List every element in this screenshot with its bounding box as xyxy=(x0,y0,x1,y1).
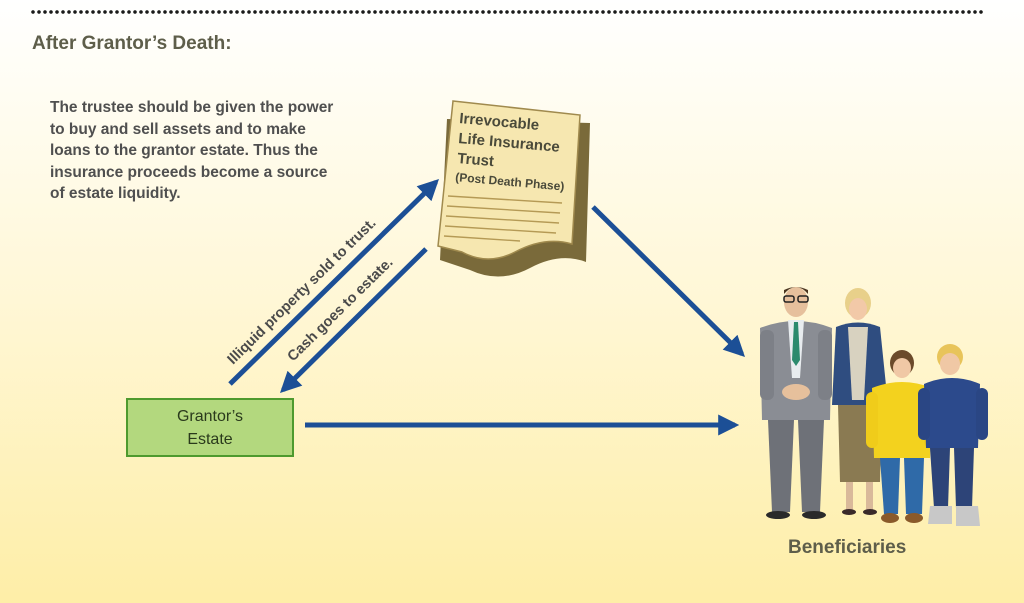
description-line: of estate liquidity. xyxy=(50,185,181,202)
description-line: to buy and sell assets and to make xyxy=(50,120,306,138)
description-text: The trustee should be given the power to… xyxy=(50,97,390,205)
beneficiaries-family-illustration xyxy=(760,287,988,526)
dotted-divider xyxy=(30,9,985,15)
document-lines xyxy=(443,195,563,242)
estate-label-line2: Estate xyxy=(187,430,233,448)
arrow-trust-to-estate xyxy=(280,247,428,393)
beneficiaries-label: Beneficiaries xyxy=(788,537,907,558)
grantors-estate-box: Grantor’s Estate xyxy=(126,398,294,457)
arrow-trust-to-beneficiaries xyxy=(591,205,745,357)
trust-title-line1: Irrevocable xyxy=(459,110,540,134)
description-line: insurance proceeds become a source xyxy=(50,163,328,181)
boy-figure xyxy=(918,344,988,526)
trust-document-icon: Irrevocable Life Insurance Trust (Post D… xyxy=(437,100,590,277)
description-line: The trustee should be given the power xyxy=(50,99,334,116)
trust-to-estate-label: Cash goes to estate. xyxy=(285,255,397,365)
man-figure xyxy=(760,287,832,519)
description-line: loans to the grantor estate. Thus the xyxy=(50,142,318,159)
trust-title-line3: Trust xyxy=(457,150,495,170)
arrow-estate-to-trust xyxy=(228,179,439,386)
estate-label-line1: Grantor’s xyxy=(176,407,244,425)
page-title: After Grantor’s Death: xyxy=(32,33,232,54)
